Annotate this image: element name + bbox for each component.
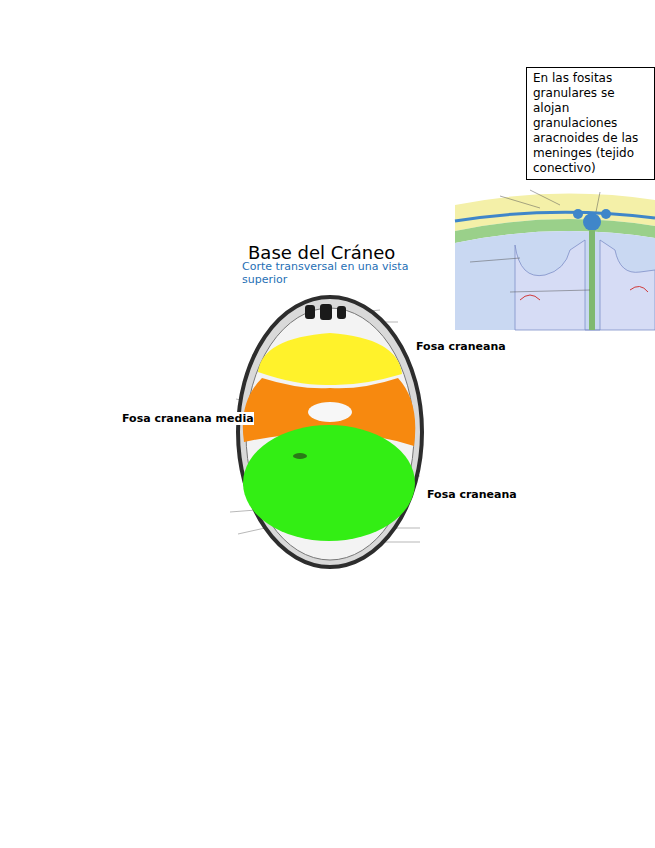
note-text: En las fositas granulares se alojan gran… (533, 71, 648, 176)
posterior-fossa (243, 425, 415, 541)
fossa-label: Fosa craneana (416, 340, 506, 353)
fossa-label: Fosa craneana (427, 488, 517, 501)
meninges-illustration (455, 178, 655, 330)
anterior-fossa (258, 333, 402, 385)
foramen-mark (293, 453, 307, 459)
subtitle: Corte transversal en una vista superior (242, 261, 432, 286)
sinus-marks (305, 304, 346, 320)
sella (308, 402, 352, 422)
page-title: Base del Cráneo (248, 242, 395, 263)
fossa-label: Fosa craneana media (122, 412, 254, 425)
skull-outline (238, 297, 422, 567)
note-box: En las fositas granulares se alojan gran… (526, 67, 655, 180)
